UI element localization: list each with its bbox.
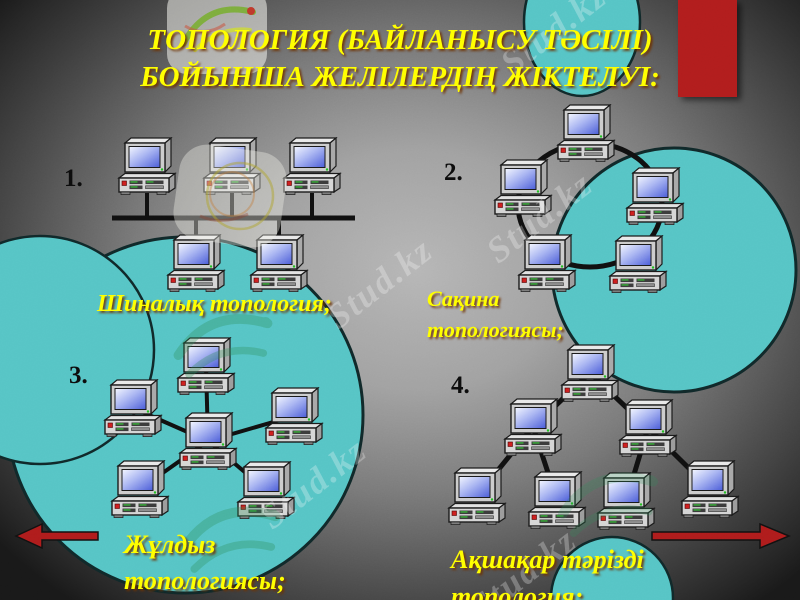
star-topology-label: Жұлдыз топологиясы; xyxy=(124,530,286,595)
bus-topology-label: Шиналық топология; xyxy=(97,291,332,317)
diagram-4-number: 4. xyxy=(451,372,470,399)
ring-topology-label: Сақина топологиясы; xyxy=(427,286,564,342)
diagram-3-number: 3. xyxy=(69,362,88,389)
slide-title: ТОПОЛОГИЯ (БАЙЛАНЫСУ ТӘСІЛІ) БОЙЫНША ЖЕЛ… xyxy=(0,22,800,96)
diagram-1-number: 1. xyxy=(64,165,83,192)
right-arrow-icon xyxy=(651,522,791,550)
title-line-2: БОЙЫНША ЖЕЛІЛЕРДІҢ ЖІКТЕЛУІ: xyxy=(140,61,660,93)
diagram-2-number: 2. xyxy=(444,159,463,186)
tree-topology-label: Ақшақар тәрізді топология; xyxy=(451,545,644,600)
left-arrow-icon xyxy=(14,522,99,550)
title-line-1: ТОПОЛОГИЯ (БАЙЛАНЫСУ ТӘСІЛІ) xyxy=(147,24,653,56)
